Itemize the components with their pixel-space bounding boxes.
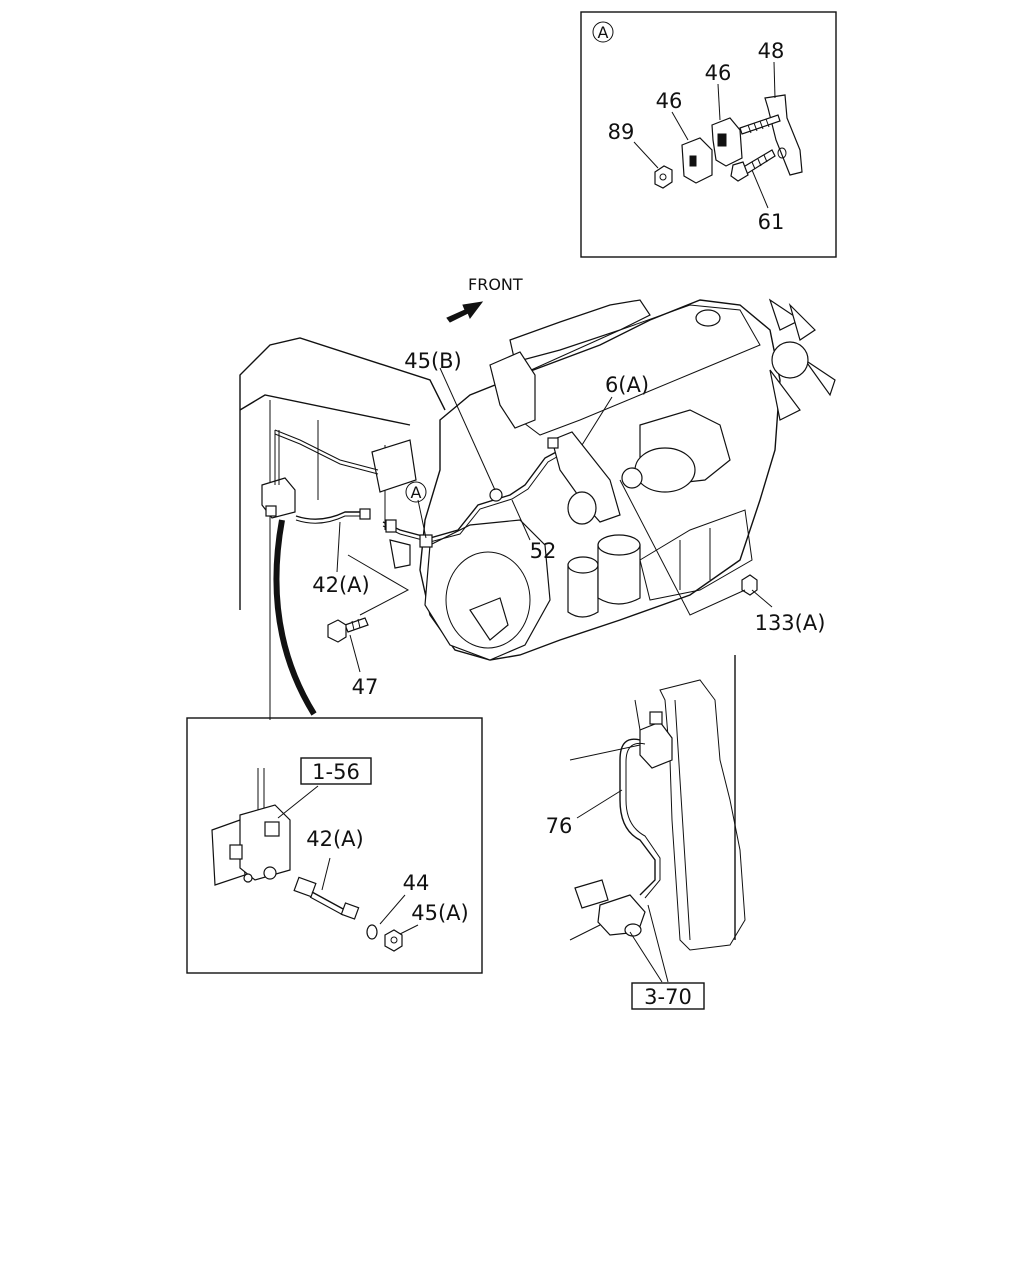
fuel-filter (597, 544, 641, 605)
inset-a-detail: A 48 46 46 89 61 (580, 11, 837, 258)
nut-45b (489, 488, 503, 502)
front-arrow-icon (446, 301, 484, 323)
clamp-46-lower (681, 137, 713, 184)
label-45a: 45(A) (411, 901, 468, 925)
pipe-42a-detail (311, 891, 346, 911)
inset-a-marker: A (598, 23, 609, 42)
label-76: 76 (546, 814, 573, 838)
label-48: 48 (758, 39, 785, 63)
ref-3-70-box (631, 982, 705, 1010)
bracket-48 (764, 94, 803, 176)
chassis-pipe-detail: 76 3-70 (546, 655, 746, 1010)
frame-rail (659, 679, 746, 951)
label-44: 44 (403, 871, 430, 895)
label-45b: 45(B) (404, 349, 462, 373)
label-42a-main: 42(A) (312, 573, 369, 597)
clamp-46-upper (711, 117, 743, 167)
pipe-76 (619, 738, 656, 896)
ref-1-56-box (300, 757, 372, 785)
detail-callout-arc (273, 519, 317, 716)
label-42a-inset: 42(A) (306, 827, 363, 851)
inset-a-marker-circle (592, 21, 614, 43)
oil-filter (567, 564, 599, 618)
washer-44 (366, 924, 378, 940)
cooling-fan (768, 298, 836, 421)
pipe-52 (382, 449, 561, 539)
front-indicator: FRONT (446, 275, 523, 323)
label-46-top: 46 (705, 61, 732, 85)
label-89: 89 (608, 120, 635, 144)
ref-3-70: 3-70 (644, 985, 692, 1009)
front-label: FRONT (468, 275, 523, 294)
valve-detail-frame (186, 717, 483, 974)
bolt-47 (327, 619, 347, 643)
label-61: 61 (758, 210, 785, 234)
marker-a: A (411, 483, 422, 502)
label-133a: 133(A) (755, 611, 826, 635)
marker-a-circle (405, 481, 427, 503)
inset-a-frame (580, 11, 837, 258)
engine-assembly: 45(B) 6(A) A 52 42(A) 133(A) 47 (239, 298, 836, 720)
nut-45a (384, 929, 403, 952)
label-46-mid: 46 (656, 89, 683, 113)
pipe-42a-main (295, 511, 362, 520)
ref-1-56: 1-56 (312, 760, 360, 784)
valve-detail-inset: 1-56 42(A) 44 45(A) (186, 717, 483, 974)
label-6a: 6(A) (605, 373, 649, 397)
nut-133a (741, 574, 758, 596)
label-47: 47 (352, 675, 379, 699)
intake-pipe (509, 299, 651, 363)
exhaust-brake-actuator (551, 431, 621, 523)
flywheel-housing (424, 519, 551, 661)
nut-89 (654, 165, 673, 189)
label-52: 52 (530, 539, 557, 563)
